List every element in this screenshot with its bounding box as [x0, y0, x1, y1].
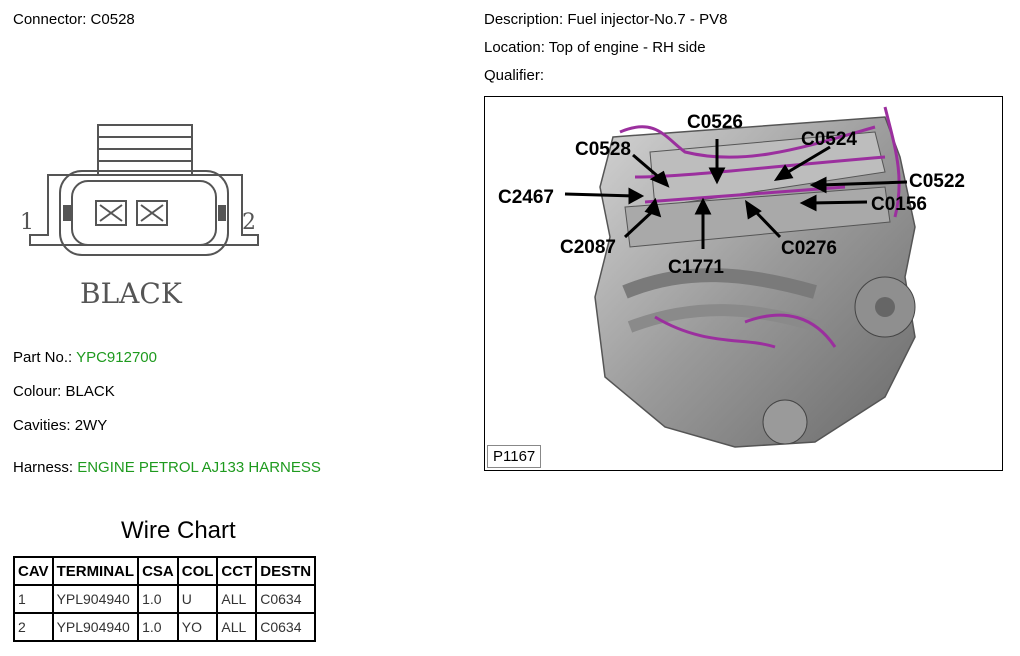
col-header-cct: CCT [216, 556, 258, 586]
cavities-value: 2WY [74, 417, 108, 434]
wire-chart-title: Wire Chart [121, 517, 236, 544]
description-value: Fuel injector-No.7 - PV8 [567, 11, 728, 28]
cell-cct: ALL [216, 612, 258, 642]
wire-chart-table: CAV TERMINAL CSA COL CCT DESTN 1 YPL9049… [13, 556, 317, 642]
colour-label: Colour: [13, 383, 62, 400]
pin-2-label: 2 [242, 210, 256, 235]
connector-label: Connector: [13, 11, 87, 28]
engine-location-image: C0526 C0528 C0524 C0522 C2467 C0156 C208… [484, 96, 1003, 471]
col-header-cav: CAV [13, 556, 54, 586]
callout-c2087: C2087 [560, 237, 616, 258]
cell-destn[interactable]: C0634 [255, 584, 317, 614]
harness-link[interactable]: ENGINE PETROL AJ133 HARNESS [77, 459, 321, 476]
engine-illustration: C0526 C0528 C0524 C0522 C2467 C0156 C208… [498, 106, 965, 448]
pin-1-label: 1 [20, 210, 34, 235]
col-header-col: COL [176, 556, 219, 586]
col-header-csa: CSA [137, 556, 179, 586]
cell-cct: ALL [216, 584, 258, 614]
col-header-destn: DESTN [255, 556, 317, 586]
cell-col: YO [176, 612, 219, 642]
callout-c0156: C0156 [871, 194, 927, 215]
cell-destn[interactable]: C0634 [255, 612, 317, 642]
harness-label: Harness: [13, 459, 74, 476]
cell-cav: 2 [13, 612, 54, 642]
connector-info: Connector: C0528 [13, 11, 135, 28]
cell-csa: 1.0 [137, 584, 179, 614]
table-row: 1 YPL904940 1.0 U ALL C0634 [13, 584, 317, 614]
colour-value: BLACK [65, 383, 115, 400]
location-info: Location: Top of engine - RH side [484, 39, 706, 56]
image-caption: P1167 [487, 445, 542, 468]
callout-c0522: C0522 [909, 171, 965, 192]
part-number-link[interactable]: YPC912700 [76, 349, 157, 366]
col-header-terminal: TERMINAL [51, 556, 140, 586]
callout-c1771: C1771 [668, 257, 724, 278]
callout-c0276: C0276 [781, 238, 837, 259]
description-label: Description: [484, 11, 564, 28]
table-header-row: CAV TERMINAL CSA COL CCT DESTN [13, 556, 317, 586]
qualifier-label: Qualifier: [484, 67, 545, 84]
cell-terminal[interactable]: YPL904940 [51, 584, 140, 614]
cell-cav: 1 [13, 584, 54, 614]
cavities-label: Cavities: [13, 417, 71, 434]
callout-c2467: C2467 [498, 187, 554, 208]
connector-face-drawing: 1 2 BLACK [20, 124, 259, 310]
cell-csa: 1.0 [137, 612, 179, 642]
colour-info: Colour: BLACK [13, 383, 115, 400]
qualifier-info: Qualifier: [484, 67, 544, 84]
part-number-info: Part No.: YPC912700 [13, 349, 157, 366]
connector-id: C0528 [90, 11, 135, 28]
callout-c0528: C0528 [575, 139, 631, 160]
cell-col: U [176, 584, 219, 614]
harness-info: Harness: ENGINE PETROL AJ133 HARNESS [13, 459, 321, 476]
cavities-info: Cavities: 2WY [13, 417, 107, 434]
table-row: 2 YPL904940 1.0 YO ALL C0634 [13, 612, 317, 642]
part-number-label: Part No.: [13, 349, 73, 366]
location-label: Location: [484, 39, 545, 56]
connector-color-label: BLACK [80, 277, 183, 310]
cell-terminal[interactable]: YPL904940 [51, 612, 140, 642]
callout-c0526: C0526 [687, 112, 743, 133]
description-info: Description: Fuel injector-No.7 - PV8 [484, 11, 727, 28]
callout-c0524: C0524 [801, 129, 857, 150]
location-value: Top of engine - RH side [548, 39, 706, 56]
